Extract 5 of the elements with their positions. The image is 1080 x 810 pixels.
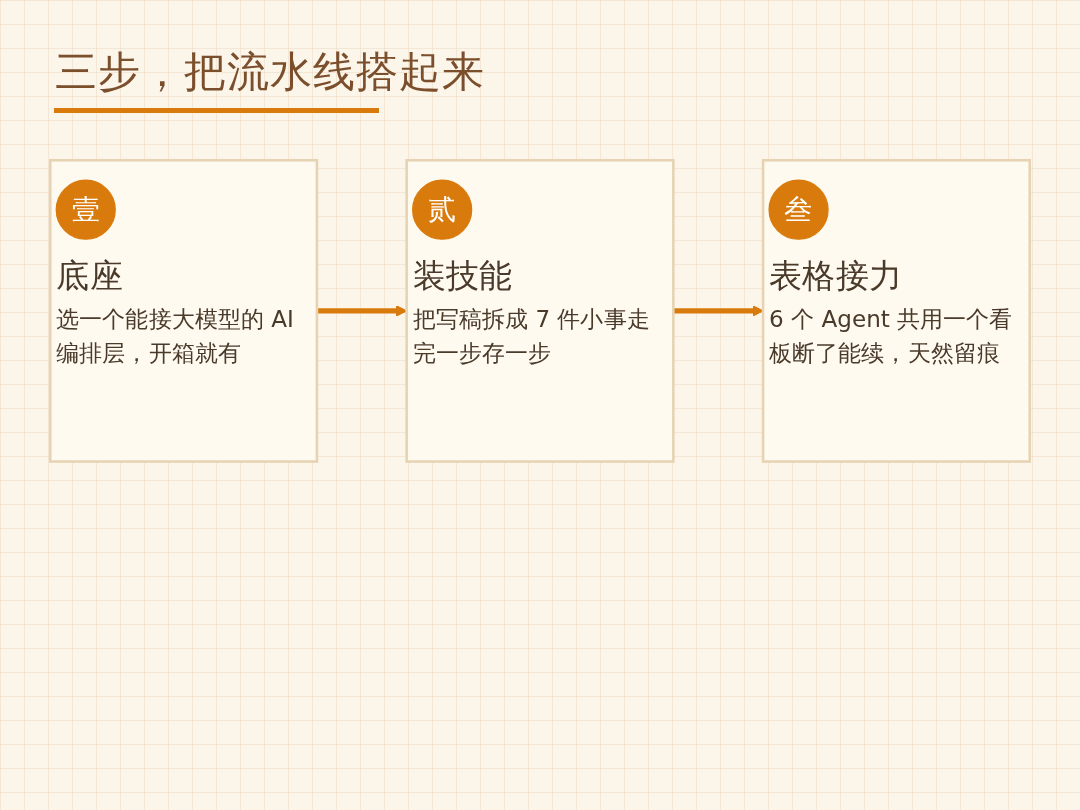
node-circle: 贰 — [412, 179, 473, 240]
node-circle: 壹 — [55, 179, 116, 240]
node-circle: 叁 — [768, 179, 829, 240]
page-title: 三步，把流水线搭起来 — [55, 46, 485, 98]
arrow — [673, 305, 764, 317]
